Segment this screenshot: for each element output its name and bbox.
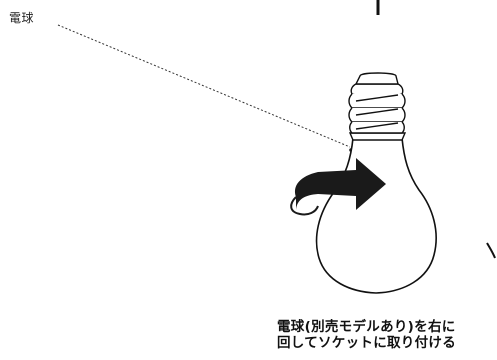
instruction-caption: 電球(別売モデルあり)を右に 回してソケットに取り付ける	[277, 319, 492, 351]
rotate-right-arrow-icon	[290, 158, 386, 216]
callout-leader-line	[57, 24, 351, 148]
instruction-caption-line-1: 電球(別売モデルあり)を右に	[277, 319, 456, 335]
instruction-caption-line-2: 回してソケットに取り付ける	[277, 335, 456, 351]
bulb-glass	[315, 137, 437, 294]
socket-edge-mark	[486, 242, 496, 259]
bulb-screw-base	[348, 72, 406, 134]
bulb-callout-label: 電球	[9, 11, 35, 25]
bulb-neck	[348, 132, 407, 141]
